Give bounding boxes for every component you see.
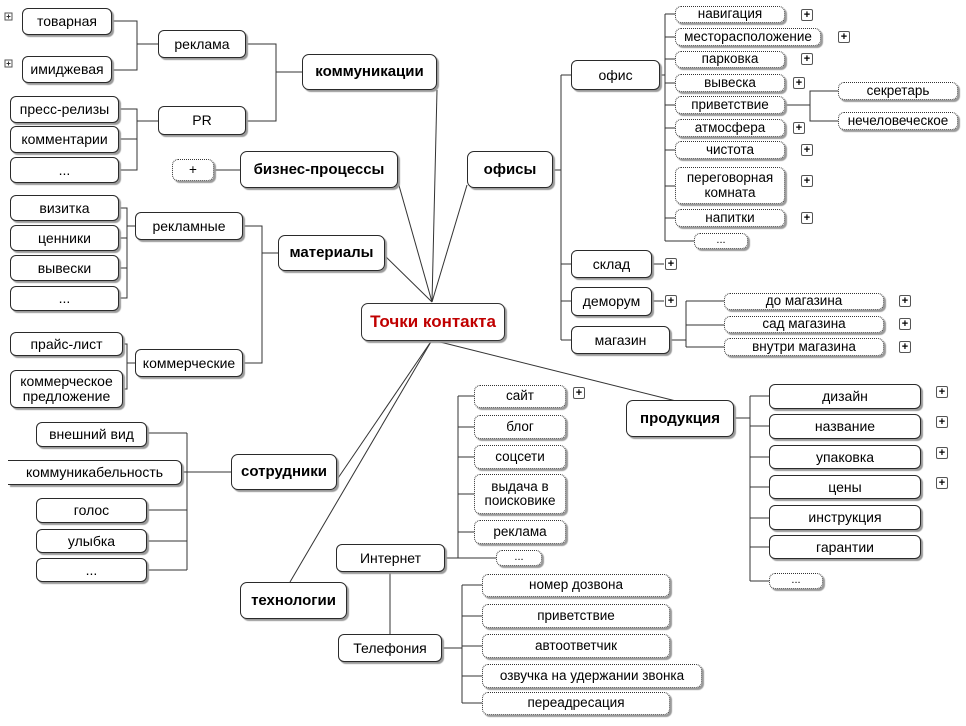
node-pr[interactable]: PR	[158, 106, 246, 135]
node-site[interactable]: сайт	[474, 385, 566, 408]
node-reklama-imidzhevaya[interactable]: имиджевая	[22, 56, 112, 83]
node-autoresponder[interactable]: автоответчик	[482, 634, 670, 658]
node-parking[interactable]: парковка	[675, 51, 785, 68]
node-voice[interactable]: голос	[36, 498, 147, 523]
node-products-more[interactable]: ...	[769, 573, 823, 589]
node-name[interactable]: название	[769, 414, 921, 439]
node-appearance[interactable]: внешний вид	[36, 422, 147, 447]
node-advertising-more[interactable]: ...	[10, 286, 119, 311]
node-atmosphere[interactable]: атмосфера	[675, 119, 785, 137]
node-signs[interactable]: вывески	[10, 255, 119, 281]
node-inside-shop[interactable]: внутри магазина	[724, 338, 884, 356]
node-shop-garden[interactable]: сад магазина	[724, 316, 884, 333]
node-pr-more[interactable]: ...	[10, 157, 119, 183]
expand-parking-icon[interactable]: +	[801, 53, 813, 65]
node-telephony[interactable]: Телефония	[338, 634, 442, 662]
node-internet-more[interactable]: ...	[496, 550, 542, 566]
node-communications[interactable]: коммуникации	[302, 54, 437, 90]
node-search-results[interactable]: выдача в поисковике	[474, 474, 566, 514]
node-technologies[interactable]: технологии	[240, 582, 347, 619]
expand-demoroom-icon[interactable]: +	[665, 295, 677, 307]
node-reklama-tovarnaya[interactable]: товарная	[22, 8, 112, 35]
node-instructions[interactable]: инструкция	[769, 505, 921, 530]
node-price-tags[interactable]: ценники	[10, 225, 119, 251]
node-office-sign[interactable]: вывеска	[675, 74, 785, 92]
node-materials[interactable]: материалы	[278, 235, 385, 271]
node-smile[interactable]: улыбка	[36, 529, 147, 553]
node-office[interactable]: офис	[571, 60, 660, 90]
expand-before-shop-icon[interactable]: +	[899, 295, 911, 307]
node-blog[interactable]: блог	[474, 415, 566, 439]
node-secretary[interactable]: секретарь	[838, 82, 958, 100]
node-cleanliness[interactable]: чистота	[675, 141, 785, 159]
node-business-card[interactable]: визитка	[10, 195, 119, 221]
node-call-forwarding[interactable]: переадресация	[482, 692, 670, 715]
expand-warehouse-icon[interactable]: +	[665, 258, 677, 270]
node-pr-comments[interactable]: комментарии	[10, 126, 119, 153]
node-employees[interactable]: сотрудники	[231, 454, 337, 490]
expand-navigation-icon[interactable]: +	[801, 9, 813, 21]
expand-shop-garden-icon[interactable]: +	[899, 318, 911, 330]
node-reklama[interactable]: реклама	[158, 30, 246, 58]
node-hold-audio[interactable]: озвучка на удержании звонка	[482, 664, 702, 688]
node-products[interactable]: продукция	[626, 400, 734, 437]
node-drinks[interactable]: напитки	[675, 209, 785, 227]
collapse-markers	[4, 12, 13, 68]
node-location[interactable]: месторасположение	[675, 28, 821, 46]
node-meeting-room[interactable]: переговорная комната	[675, 167, 785, 204]
node-shop[interactable]: магазин	[571, 326, 670, 354]
expand-atmosphere-icon[interactable]: +	[793, 122, 805, 134]
expand-office-sign-icon[interactable]: +	[793, 77, 805, 89]
expand-meeting-room-icon[interactable]: +	[801, 175, 813, 187]
expand-inside-shop-icon[interactable]: +	[899, 341, 911, 353]
node-non-human[interactable]: нечеловеческое	[838, 112, 958, 130]
node-internet-ads[interactable]: реклама	[474, 520, 566, 544]
expand-cleanliness-icon[interactable]: +	[801, 144, 813, 156]
node-prices[interactable]: цены	[769, 475, 921, 499]
expand-prices-icon[interactable]: +	[936, 477, 948, 489]
node-office-more[interactable]: ...	[694, 233, 748, 249]
node-internet[interactable]: Интернет	[336, 544, 445, 572]
expand-design-icon[interactable]: +	[936, 386, 948, 398]
node-employees-more[interactable]: ...	[36, 558, 147, 582]
node-business-processes-expand[interactable]: +	[172, 159, 214, 181]
node-office-greeting[interactable]: приветствие	[675, 96, 785, 114]
expand-drinks-icon[interactable]: +	[801, 212, 813, 224]
node-navigation[interactable]: навигация	[675, 6, 785, 23]
node-packaging[interactable]: упаковка	[769, 445, 921, 469]
node-commercial-offer[interactable]: коммерческое предложение	[10, 370, 123, 408]
node-offices[interactable]: офисы	[467, 151, 553, 188]
expand-packaging-icon[interactable]: +	[936, 447, 948, 459]
node-dial-number[interactable]: номер дозвона	[482, 574, 670, 597]
expand-site-icon[interactable]: +	[573, 387, 585, 399]
node-demoroom[interactable]: деморум	[571, 287, 652, 316]
node-business-processes[interactable]: бизнес-процессы	[240, 151, 398, 188]
expand-name-icon[interactable]: +	[936, 416, 948, 428]
node-sociability[interactable]: коммуникабельность	[8, 460, 182, 485]
node-before-shop[interactable]: до магазина	[724, 293, 884, 310]
node-price-list[interactable]: прайс-лист	[10, 332, 123, 356]
node-materials-advertising[interactable]: рекламные	[135, 212, 243, 240]
node-pr-press-releases[interactable]: пресс-релизы	[10, 96, 119, 123]
node-design[interactable]: дизайн	[769, 384, 921, 409]
expand-location-icon[interactable]: +	[838, 31, 850, 43]
node-materials-commercial[interactable]: коммерческие	[135, 349, 243, 377]
node-social[interactable]: соцсети	[474, 445, 566, 469]
node-warehouse[interactable]: склад	[571, 250, 652, 278]
root-node[interactable]: Точки контакта	[361, 303, 505, 341]
node-greeting-phone[interactable]: приветствие	[482, 604, 670, 628]
node-warranty[interactable]: гарантии	[769, 535, 921, 559]
